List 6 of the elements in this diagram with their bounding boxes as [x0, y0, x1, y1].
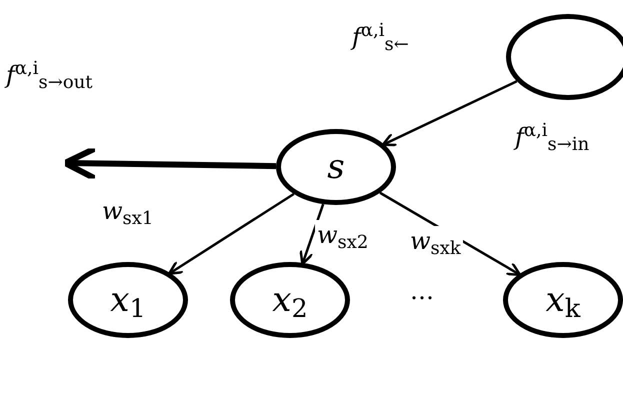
- node-label: x$_{2}$: [272, 283, 308, 317]
- node-label: x$_{1}$: [110, 283, 146, 317]
- node-label: s: [327, 150, 345, 184]
- edge-label: w$_{sxk}$: [408, 226, 463, 256]
- ellipsis-label: …: [410, 276, 434, 306]
- node-label: x$_{k}$: [546, 283, 580, 317]
